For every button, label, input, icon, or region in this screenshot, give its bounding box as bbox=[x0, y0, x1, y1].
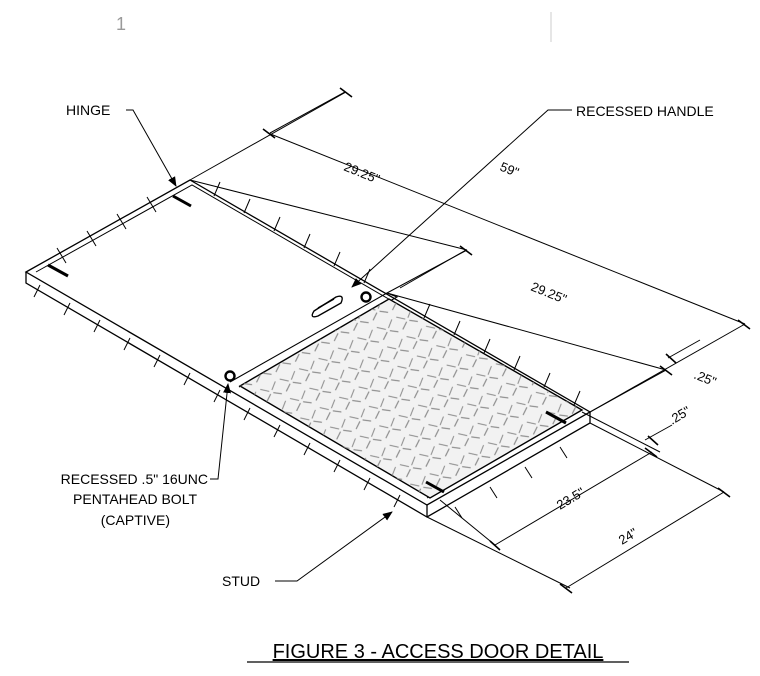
studs-bottom bbox=[33, 284, 568, 519]
dim-overall-width: 24" bbox=[616, 525, 640, 548]
callout-leaders bbox=[126, 109, 572, 582]
dim-overall-length: 59" bbox=[498, 159, 522, 180]
handle-leader bbox=[351, 109, 572, 288]
dim-inner-width: 23.5" bbox=[554, 484, 588, 512]
bolt-label-line2: PENTAHEAD BOLT bbox=[73, 491, 197, 507]
frame-top-face bbox=[24, 179, 592, 506]
bolt-label-line1: RECESSED .5" 16UNC bbox=[61, 471, 208, 487]
hinge-label: HINGE bbox=[66, 102, 110, 118]
figure-title: FIGURE 3 - ACCESS DOOR DETAIL bbox=[273, 641, 604, 663]
bolt-leader bbox=[210, 383, 232, 480]
dim-panel-length-b: 29.25" bbox=[529, 279, 569, 307]
stud-leader bbox=[275, 511, 393, 582]
hinge-slot-3 bbox=[545, 410, 567, 425]
hinge-slot-1 bbox=[172, 194, 192, 208]
tread-pattern bbox=[240, 299, 582, 498]
dim-line-overall-length bbox=[267, 132, 746, 325]
recessed-handle-label: RECESSED HANDLE bbox=[576, 103, 714, 119]
dim-line-panel-b bbox=[386, 292, 667, 371]
studs-top bbox=[56, 181, 581, 406]
dim-panel-length-a: 29.25" bbox=[342, 159, 382, 187]
callout-texts: HINGE RECESSED HANDLE RECESSED .5" 16UNC… bbox=[61, 102, 714, 589]
dim-line-inner-width bbox=[494, 451, 653, 546]
hinge-slot-4 bbox=[425, 480, 445, 494]
bolt-label-line3: (CAPTIVE) bbox=[101, 512, 170, 528]
pentahead-bolt-2 bbox=[224, 370, 236, 382]
pentahead-bolt-1 bbox=[360, 291, 372, 303]
hinge-slot-2 bbox=[47, 263, 69, 278]
hinge-leader bbox=[126, 109, 177, 187]
dim-gap-side: .25" bbox=[666, 403, 694, 428]
recessed-handle bbox=[311, 295, 343, 318]
door-assembly bbox=[24, 179, 592, 519]
dim-gap-end: .25" bbox=[692, 367, 719, 390]
dim-line-overall-width bbox=[565, 491, 725, 589]
page-number: 1 bbox=[116, 14, 126, 34]
dimension-lines bbox=[189, 87, 751, 594]
dim-line-panel-a bbox=[189, 179, 468, 251]
stud-label: STUD bbox=[222, 573, 260, 589]
